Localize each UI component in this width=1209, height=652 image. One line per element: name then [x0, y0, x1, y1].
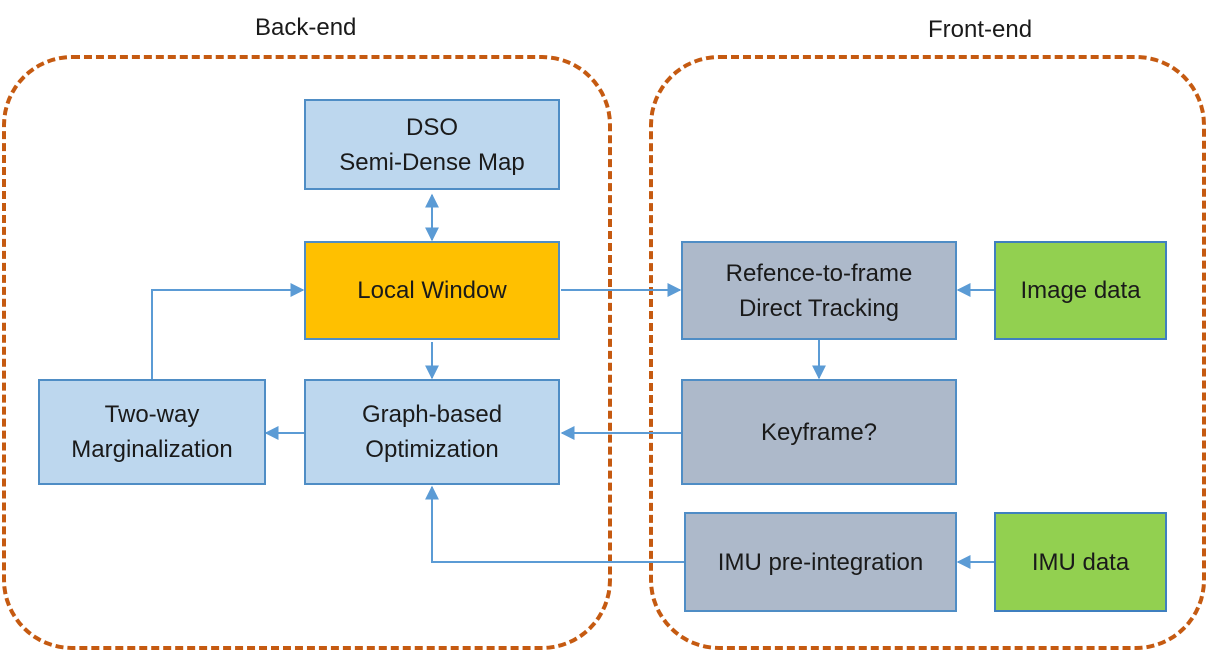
imu-pre-integration-node: IMU pre-integration [684, 512, 957, 612]
direct-tracking-node: Refence-to-frame Direct Tracking [681, 241, 957, 340]
two-way-marginalization-node: Two-way Marginalization [38, 379, 266, 485]
imu-data-node: IMU data [994, 512, 1167, 612]
graph-based-optimization-node: Graph-based Optimization [304, 379, 560, 485]
back-end-group [2, 55, 612, 650]
edge-marginalization-local-window [151, 283, 305, 379]
back-end-label: Back-end [255, 14, 357, 41]
imu-preint-label: IMU pre-integration [717, 548, 924, 576]
keyframe-label: Keyframe? [760, 418, 878, 446]
front-end-group [649, 55, 1206, 650]
image-data-label: Image data [1020, 277, 1141, 304]
local-window-label: Local Window [357, 277, 507, 304]
graph-opt-line2: Optimization [365, 436, 499, 463]
marginalization-line1: Two-way [104, 401, 200, 428]
image-data-node: Image data [994, 241, 1167, 340]
graph-opt-line1: Graph-based [361, 401, 503, 428]
dso-map-line2: Semi-Dense Map [339, 148, 525, 176]
tracking-line1: Refence-to-frame [725, 259, 913, 287]
keyframe-node: Keyframe? [681, 379, 957, 485]
tracking-line2: Direct Tracking [738, 294, 900, 322]
imu-data-label: IMU data [1031, 548, 1130, 576]
marginalization-line2: Marginalization [71, 436, 233, 463]
local-window-node: Local Window [304, 241, 560, 340]
dso-map-line1: DSO [405, 113, 458, 141]
edge-imu-preint-graph-opt [425, 485, 684, 563]
front-end-label: Front-end [928, 16, 1033, 43]
dso-semi-dense-map-node: DSO Semi-Dense Map [304, 99, 560, 190]
